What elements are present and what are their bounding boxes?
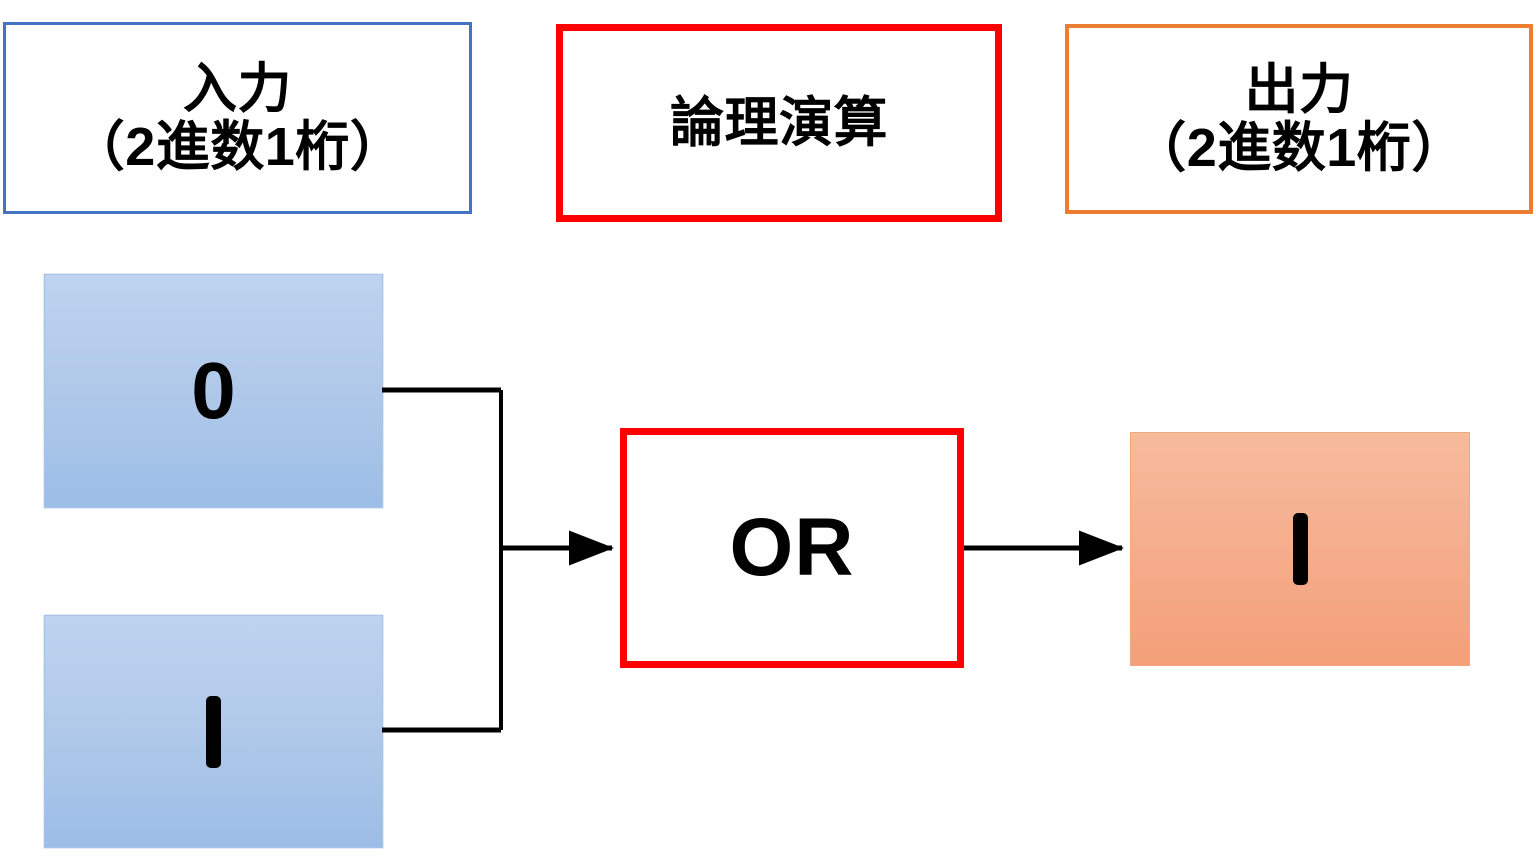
input-value-a: 0: [191, 346, 236, 435]
legend-input-line2: （2進数1桁）: [70, 117, 405, 177]
legend-output-line2: （2進数1桁）: [1132, 118, 1466, 178]
input-value-box-b[interactable]: [44, 615, 383, 848]
output-value-box[interactable]: [1130, 432, 1470, 666]
legend-output-box: 出力 （2進数1桁）: [1065, 24, 1533, 214]
input-value-box-a[interactable]: 0: [44, 274, 383, 508]
legend-input-box: 入力 （2進数1桁）: [3, 22, 472, 214]
legend-operation-box: 論理演算: [556, 24, 1002, 222]
input-value-b: [206, 695, 221, 768]
legend-operation-line1: 論理演算: [670, 92, 888, 153]
logic-gate-or[interactable]: OR: [620, 428, 964, 668]
legend-output-line1: 出力: [1244, 59, 1354, 120]
output-value: [1292, 513, 1308, 585]
gate-label: OR: [729, 502, 855, 593]
legend-input-line1: 入力: [183, 58, 292, 119]
